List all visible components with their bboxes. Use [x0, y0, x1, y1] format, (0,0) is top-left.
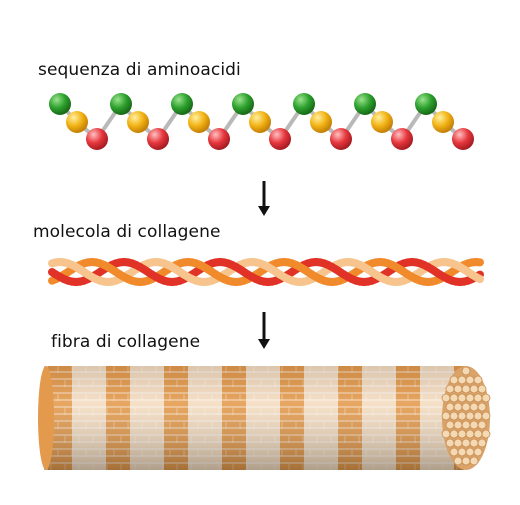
- fibril-cross-section: [453, 384, 463, 394]
- fibril-cross-section: [453, 420, 463, 430]
- fibril-cross-section: [473, 393, 483, 403]
- fibril-cross-section: [453, 456, 463, 466]
- fiber-shading: [44, 366, 464, 470]
- fibril-cross-section: [477, 420, 487, 430]
- red-sphere: [86, 128, 108, 150]
- helix-strand-orange: [400, 268, 412, 279]
- yellow-sphere: [310, 111, 332, 133]
- helix-strand-red: [336, 268, 348, 279]
- fibril-cross-section: [441, 393, 451, 403]
- label-collagen-fiber: fibra di collagene: [51, 332, 201, 352]
- fibril-cross-section: [449, 393, 459, 403]
- green-sphere: [171, 93, 193, 115]
- fibril-cross-section: [461, 366, 471, 376]
- fiber-left-cap: [38, 366, 54, 470]
- fibril-cross-section: [477, 438, 487, 448]
- helix-strand-light: [272, 268, 284, 279]
- fibril-cross-section: [449, 447, 459, 457]
- helix-strand-red: [144, 268, 156, 279]
- fibril-cross-section: [441, 411, 451, 421]
- label-collagen-molecule: molecola di collagene: [33, 222, 221, 242]
- helix-strand-red: [240, 268, 252, 279]
- fibril-cross-section: [469, 384, 479, 394]
- fibril-cross-section: [445, 438, 455, 448]
- fibril-cross-section: [457, 447, 467, 457]
- green-sphere: [49, 93, 71, 115]
- yellow-sphere: [66, 111, 88, 133]
- yellow-sphere: [371, 111, 393, 133]
- fibril-cross-section: [453, 402, 463, 412]
- green-sphere: [232, 93, 254, 115]
- helix-strand-light: [368, 268, 380, 279]
- fibril-cross-section: [469, 438, 479, 448]
- fibril-cross-section: [457, 393, 467, 403]
- red-sphere: [208, 128, 230, 150]
- fibril-cross-section: [481, 429, 491, 439]
- label-amino-sequence: sequenza di aminoacidi: [38, 60, 241, 80]
- fibril-cross-section: [449, 411, 459, 421]
- fibril-cross-section: [465, 393, 475, 403]
- fibril-cross-section: [477, 384, 487, 394]
- fiber-body: [44, 366, 464, 470]
- fibril-cross-section: [469, 456, 479, 466]
- red-sphere: [452, 128, 474, 150]
- fibril-cross-section: [465, 411, 475, 421]
- fibril-cross-section: [445, 384, 455, 394]
- red-sphere: [391, 128, 413, 150]
- green-sphere: [110, 93, 132, 115]
- fibril-cross-section: [441, 429, 451, 439]
- fibril-cross-section: [473, 375, 483, 385]
- fibril-cross-section: [465, 429, 475, 439]
- fibril-cross-section: [461, 420, 471, 430]
- fibril-cross-section: [449, 429, 459, 439]
- fibril-cross-section: [473, 411, 483, 421]
- amino-acid-chain: [49, 93, 474, 150]
- fibril-cross-section: [465, 447, 475, 457]
- collagen-triple-helix: [48, 258, 484, 286]
- fibril-cross-section: [461, 402, 471, 412]
- fibril-cross-section: [445, 402, 455, 412]
- fibril-cross-section: [477, 402, 487, 412]
- helix-strand-orange: [48, 275, 60, 285]
- fibril-cross-section: [473, 429, 483, 439]
- helix-strand-light: [80, 268, 92, 279]
- fibril-cross-section: [481, 393, 491, 403]
- down-arrow-icon: [258, 312, 270, 349]
- fibril-cross-section: [461, 384, 471, 394]
- helix-strand-orange: [300, 265, 312, 276]
- yellow-sphere: [249, 111, 271, 133]
- helix-strand-orange: [112, 268, 124, 279]
- red-sphere: [147, 128, 169, 150]
- fibril-cross-section: [469, 402, 479, 412]
- yellow-sphere: [432, 111, 454, 133]
- fibril-cross-section: [445, 420, 455, 430]
- green-sphere: [354, 93, 376, 115]
- fibril-cross-section: [457, 411, 467, 421]
- down-arrow-icon: [258, 181, 270, 216]
- fibril-cross-section: [473, 447, 483, 457]
- helix-strand-red: [432, 268, 444, 279]
- red-sphere: [269, 128, 291, 150]
- red-sphere: [330, 128, 352, 150]
- yellow-sphere: [127, 111, 149, 133]
- fibril-cross-section: [461, 456, 471, 466]
- helix-strand-orange: [208, 268, 220, 279]
- helix-strand-light: [176, 268, 188, 279]
- yellow-sphere: [188, 111, 210, 133]
- helix-strand-light: [464, 268, 476, 279]
- fibril-cross-section: [449, 375, 459, 385]
- fibril-cross-section: [465, 375, 475, 385]
- fibril-cross-section: [481, 411, 491, 421]
- fibril-cross-section: [457, 375, 467, 385]
- helix-strand-red: [48, 268, 60, 279]
- fibril-cross-section: [469, 420, 479, 430]
- fibril-cross-section: [457, 429, 467, 439]
- green-sphere: [293, 93, 315, 115]
- fibril-cross-section: [461, 438, 471, 448]
- fibril-cross-section: [453, 438, 463, 448]
- green-sphere: [415, 93, 437, 115]
- collagen-fiber-bundle: [38, 366, 491, 470]
